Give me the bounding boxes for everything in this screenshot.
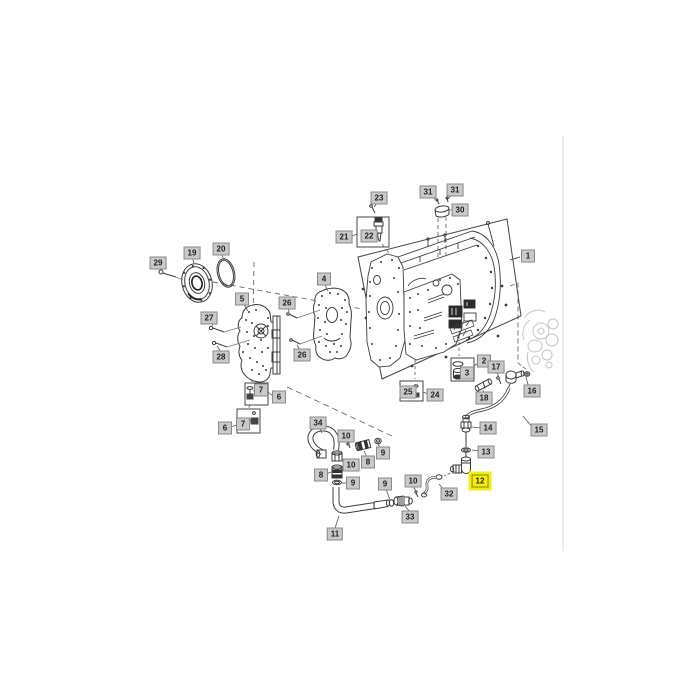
callout-21: 21 bbox=[335, 230, 353, 244]
callout-29: 29 bbox=[149, 256, 167, 270]
ghost-assembly bbox=[522, 309, 559, 373]
bolt-28 bbox=[211, 339, 251, 348]
hatched-pads bbox=[449, 319, 475, 343]
callout-11: 11 bbox=[326, 527, 344, 541]
callout-12: 12 bbox=[471, 474, 489, 488]
callout-10c: 10 bbox=[404, 474, 422, 488]
o-ring-20 bbox=[216, 258, 236, 288]
callout-16: 16 bbox=[523, 384, 541, 398]
callout-1: 1 bbox=[521, 249, 535, 263]
washer-9b bbox=[332, 479, 342, 486]
housing-bolt-dots bbox=[368, 244, 494, 361]
pane-divider bbox=[562, 136, 564, 551]
callout-9a: 9 bbox=[376, 446, 390, 460]
callout-17: 17 bbox=[487, 360, 505, 374]
washer-13 bbox=[461, 447, 471, 457]
washer-9a bbox=[374, 437, 382, 445]
callout-2: 2 bbox=[477, 354, 491, 368]
connector-8a bbox=[355, 439, 372, 452]
washer-16 bbox=[523, 371, 531, 377]
valve-plate-5 bbox=[237, 304, 281, 383]
callout-7a: 7 bbox=[254, 383, 268, 397]
callout-10b: 10 bbox=[342, 458, 360, 472]
bolt-26-upper bbox=[286, 309, 321, 319]
connector-8b bbox=[331, 464, 343, 479]
callout-8a: 8 bbox=[361, 455, 375, 469]
callout-5: 5 bbox=[235, 292, 249, 306]
callout-31b: 31 bbox=[446, 183, 464, 197]
bolt-27 bbox=[208, 325, 242, 333]
callout-25: 25 bbox=[399, 385, 417, 399]
callout-30: 30 bbox=[451, 203, 469, 217]
callout-3: 3 bbox=[460, 366, 474, 380]
bolt-17 bbox=[496, 376, 502, 385]
callout-7b: 7 bbox=[236, 417, 250, 431]
bolt-26-lower bbox=[289, 335, 323, 345]
callout-23: 23 bbox=[370, 191, 388, 205]
callout-10a: 10 bbox=[337, 429, 355, 443]
bearing-19 bbox=[181, 263, 213, 303]
callout-15: 15 bbox=[530, 423, 548, 437]
callout-31a: 31 bbox=[419, 185, 437, 199]
sensor-box-21 bbox=[356, 204, 390, 248]
callout-6a: 6 bbox=[272, 390, 286, 404]
callout-27: 27 bbox=[200, 311, 218, 325]
detail-box-7a bbox=[244, 382, 269, 406]
callout-13: 13 bbox=[477, 445, 495, 459]
callout-26b: 26 bbox=[293, 348, 311, 362]
pin-10a bbox=[346, 442, 351, 449]
callout-6b: 6 bbox=[218, 421, 232, 435]
callout-26a: 26 bbox=[278, 296, 296, 310]
callout-4: 4 bbox=[317, 272, 331, 286]
callout-9c: 9 bbox=[378, 477, 392, 491]
callout-19: 19 bbox=[183, 246, 201, 260]
callout-20: 20 bbox=[212, 242, 230, 256]
fitting-33 bbox=[393, 495, 413, 507]
callout-22: 22 bbox=[360, 229, 378, 243]
callout-14: 14 bbox=[479, 421, 497, 435]
gasket-plate-4 bbox=[313, 287, 352, 361]
callout-32: 32 bbox=[440, 487, 458, 501]
callout-24: 24 bbox=[426, 388, 444, 402]
callout-33: 33 bbox=[401, 510, 419, 524]
fitting-18 bbox=[474, 378, 493, 392]
callout-8b: 8 bbox=[314, 468, 328, 482]
callout-18: 18 bbox=[475, 391, 493, 405]
callout-28: 28 bbox=[212, 350, 230, 364]
elbow-12 bbox=[450, 456, 471, 475]
callout-34: 34 bbox=[309, 416, 327, 430]
hose-11 bbox=[332, 487, 395, 514]
hose-32 bbox=[421, 474, 443, 498]
fitting-14 bbox=[460, 414, 472, 447]
callout-9b: 9 bbox=[346, 476, 360, 490]
housing bbox=[365, 221, 501, 368]
fitting-10b bbox=[331, 450, 343, 462]
